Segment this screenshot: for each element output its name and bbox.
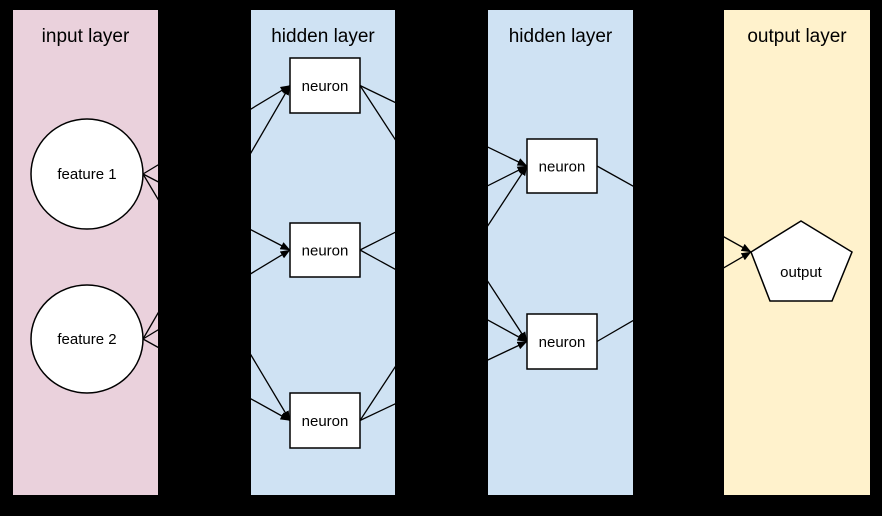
connection-edges <box>142 84 752 422</box>
node-h1-neuron-2 <box>289 222 361 278</box>
node-h1-neuron-3 <box>289 392 361 449</box>
node-output-node <box>750 220 853 302</box>
network-nodes: feature 1 feature 2 neuron neuron neuron neur… <box>30 57 853 449</box>
edge-h1-neuron-2-to-h2-neuron-2 <box>359 249 528 343</box>
edge-h1-neuron-3-to-h2-neuron-2 <box>359 340 528 422</box>
node-label-h1-neuron-2: neuron <box>302 243 349 260</box>
layer-panel-hidden-2 <box>488 10 633 495</box>
node-h1-neuron-1 <box>289 57 361 114</box>
edge-h2-neuron-1-to-output-node <box>596 165 752 253</box>
layer-label-hidden-1: hidden layer <box>271 26 375 47</box>
layer-panels: input layer hidden layer hidden layer outpu… <box>13 10 870 495</box>
node-label-output-node: output <box>780 264 823 281</box>
edge-feature-1-to-h1-neuron-1 <box>142 84 291 175</box>
edge-h1-neuron-2-to-h2-neuron-1 <box>359 165 528 251</box>
node-h2-neuron-2 <box>526 313 598 370</box>
edge-h1-neuron-3-to-h2-neuron-1 <box>359 165 528 421</box>
edge-feature-2-to-h1-neuron-3 <box>142 338 291 422</box>
layer-label-hidden-2: hidden layer <box>509 26 613 47</box>
node-label-feature-1: feature 1 <box>57 166 116 183</box>
layer-panel-input <box>13 10 158 495</box>
node-feature-2 <box>30 284 144 394</box>
node-label-h1-neuron-3: neuron <box>302 413 349 430</box>
layer-label-output: output layer <box>747 26 847 47</box>
edge-h2-neuron-2-to-output-node <box>596 251 752 343</box>
edge-h1-neuron-1-to-h2-neuron-2 <box>359 85 528 342</box>
edge-h1-neuron-1-to-h2-neuron-1 <box>359 84 528 167</box>
edge-feature-2-to-h1-neuron-2 <box>142 249 291 340</box>
node-label-h1-neuron-1: neuron <box>302 78 349 95</box>
node-feature-1 <box>30 118 144 230</box>
node-h2-neuron-1 <box>526 138 598 194</box>
layer-label-input: input layer <box>42 26 130 47</box>
node-label-feature-2: feature 2 <box>57 331 116 348</box>
edge-feature-2-to-h1-neuron-1 <box>142 85 291 340</box>
edge-feature-1-to-h1-neuron-3 <box>142 173 291 421</box>
node-label-h2-neuron-1: neuron <box>539 159 586 176</box>
node-label-h2-neuron-2: neuron <box>539 334 586 351</box>
